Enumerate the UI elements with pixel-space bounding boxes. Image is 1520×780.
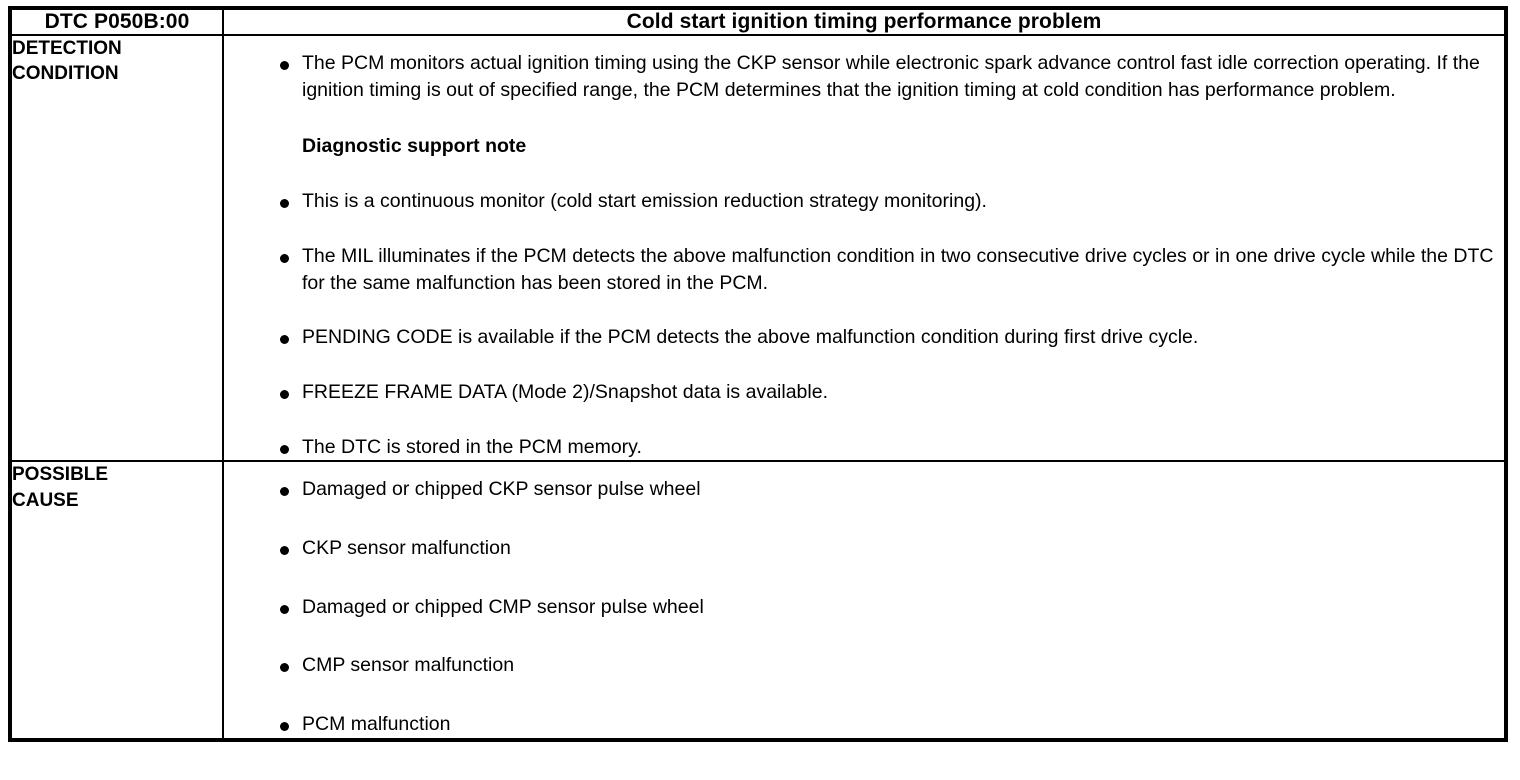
detection-condition-label: DETECTION CONDITION — [9, 33, 224, 463]
list-item: The DTC is stored in the PCM memory. — [224, 434, 1504, 461]
list-item: PCM malfunction — [224, 711, 1504, 738]
list-item: PENDING CODE is available if the PCM det… — [224, 324, 1504, 351]
list-item: FREEZE FRAME DATA (Mode 2)/Snapshot data… — [224, 379, 1504, 406]
dtc-table: DTC P050B:00 Cold start ignition timing … — [8, 6, 1508, 742]
list-item: This is a continuous monitor (cold start… — [224, 188, 1504, 215]
table-row: POSSIBLE CAUSE Damaged or chipped CKP se… — [9, 460, 1507, 741]
detection-condition-list: The PCM monitors actual ignition timing … — [224, 50, 1504, 460]
list-item: Damaged or chipped CMP sensor pulse whee… — [224, 594, 1504, 621]
detection-condition-content: The PCM monitors actual ignition timing … — [222, 33, 1507, 463]
list-item: Damaged or chipped CKP sensor pulse whee… — [224, 476, 1504, 503]
possible-cause-list: Damaged or chipped CKP sensor pulse whee… — [224, 476, 1504, 738]
possible-cause-content: Damaged or chipped CKP sensor pulse whee… — [222, 460, 1507, 741]
table-header-row: DTC P050B:00 Cold start ignition timing … — [9, 7, 1507, 36]
diagnostic-support-note-heading: Diagnostic support note — [302, 135, 527, 158]
dtc-title-header-cell: Cold start ignition timing performance p… — [222, 7, 1507, 36]
list-item: CMP sensor malfunction — [224, 652, 1504, 679]
possible-cause-label: POSSIBLE CAUSE — [9, 460, 224, 741]
table-row: DETECTION CONDITION The PCM monitors act… — [9, 33, 1507, 463]
dtc-code-header-cell: DTC P050B:00 — [9, 7, 224, 36]
list-item: The PCM monitors actual ignition timing … — [224, 50, 1504, 103]
list-item: CKP sensor malfunction — [224, 535, 1504, 562]
list-item: The MIL illuminates if the PCM detects t… — [224, 243, 1504, 296]
